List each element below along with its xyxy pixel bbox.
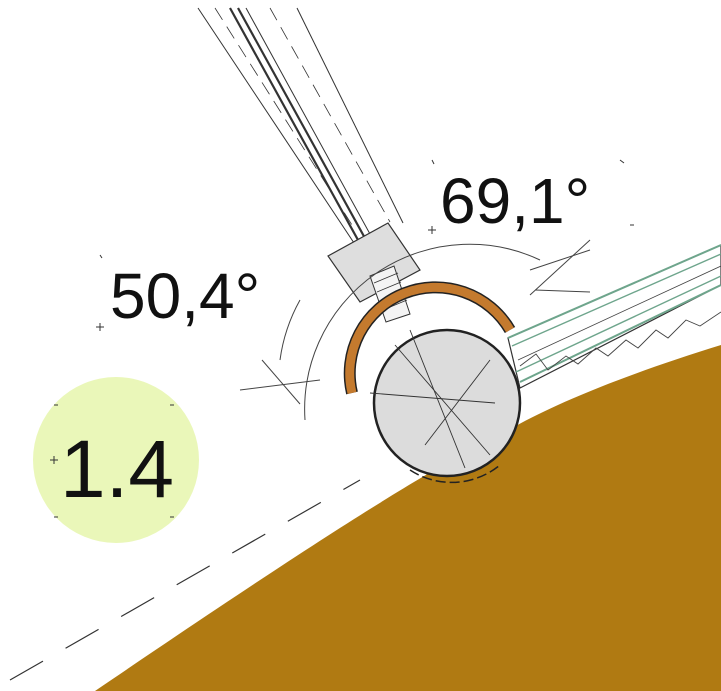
- ground-offset-dashed-line: [9, 479, 361, 681]
- hinge-pipe: [372, 328, 522, 478]
- hinge-center-lines: [369, 329, 496, 469]
- angle-construction-arc: [304, 243, 541, 421]
- detail-marker-circle: [33, 377, 199, 543]
- inclined-panel-right: [507, 244, 721, 389]
- connector-block: [327, 222, 421, 323]
- crosshair-marks: [239, 239, 591, 405]
- angle-construction-arc-lower: [279, 299, 301, 361]
- angle-label-left: 50,4°: [110, 260, 260, 332]
- ground-fill: [95, 345, 721, 691]
- detail-marker: 1.4: [33, 377, 199, 543]
- registration-marks: [96, 159, 634, 331]
- angle-label-right: 69,1°: [440, 165, 590, 237]
- hinge-pipe-lower-edge: [409, 464, 501, 484]
- detail-marker-label: 1.4: [60, 424, 174, 515]
- insulation-arc-fill: [345, 282, 514, 395]
